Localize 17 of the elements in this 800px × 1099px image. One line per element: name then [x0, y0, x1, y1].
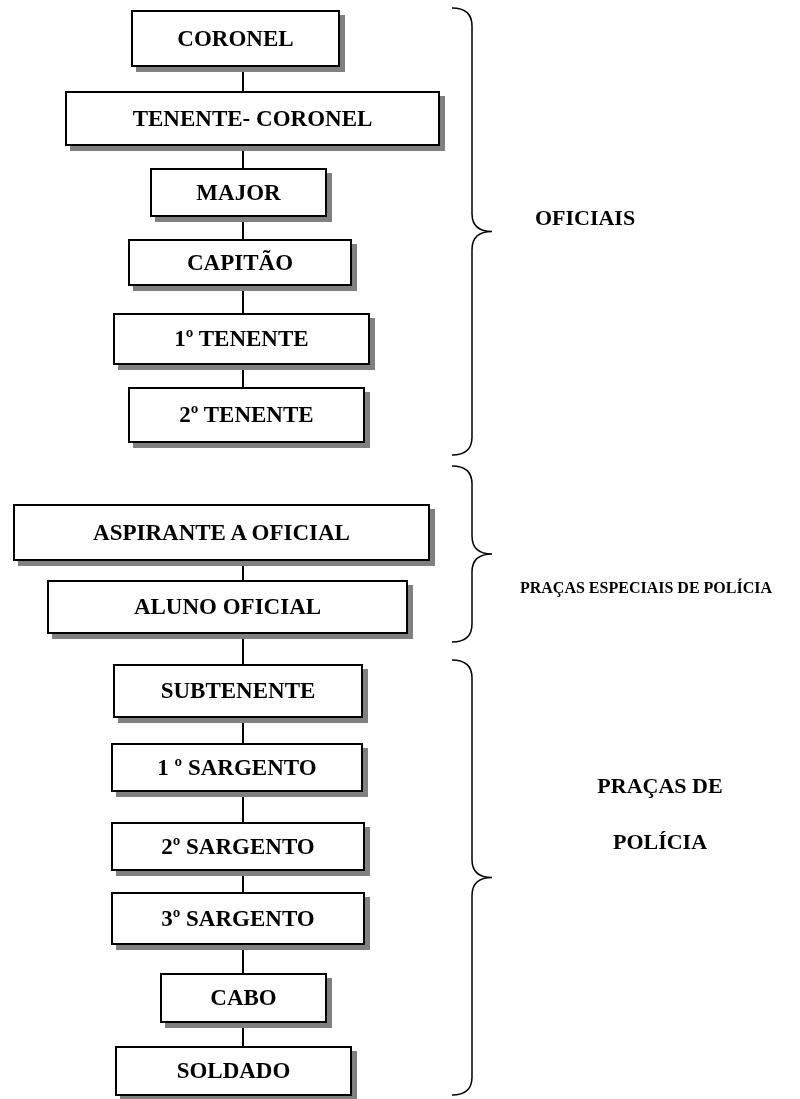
rank-label: SUBTENENTE	[160, 678, 316, 704]
rank-label: CABO	[210, 985, 277, 1011]
rank-label: SOLDADO	[176, 1058, 291, 1084]
rank-label: 2º TENENTE	[179, 402, 314, 428]
rank-label: CAPITÃO	[186, 249, 294, 276]
rank-label: 1 º SARGENTO	[157, 754, 317, 781]
group-label: PRAÇAS ESPECIAIS DE POLÍCIA	[518, 578, 773, 598]
rank-label: 1º TENENTE	[174, 326, 309, 352]
group-label: PRAÇAS DE POLÍCIA	[596, 772, 724, 856]
rank-label: ALUNO OFICIAL	[133, 594, 322, 620]
rank-label: ASPIRANTE A OFICIAL	[93, 519, 350, 546]
rank-label: TENENTE- CORONEL	[132, 105, 373, 132]
group-label: OFICIAIS	[533, 205, 637, 231]
rank-label: 3º SARGENTO	[161, 905, 315, 932]
rank-label: MAJOR	[196, 179, 281, 206]
rank-label: 2º SARGENTO	[161, 833, 315, 860]
rank-label: CORONEL	[177, 25, 294, 52]
